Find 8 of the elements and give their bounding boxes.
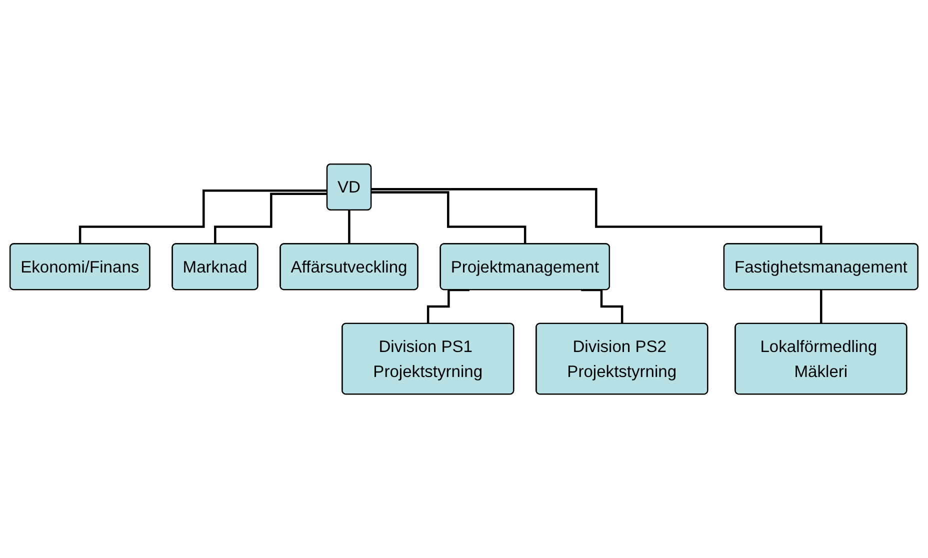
connector (820, 288, 822, 325)
connector (214, 192, 328, 246)
connector (371, 188, 822, 246)
connector (426, 288, 470, 325)
connector (581, 288, 624, 325)
connector (371, 191, 526, 246)
connector (78, 189, 328, 246)
connector (348, 209, 351, 246)
